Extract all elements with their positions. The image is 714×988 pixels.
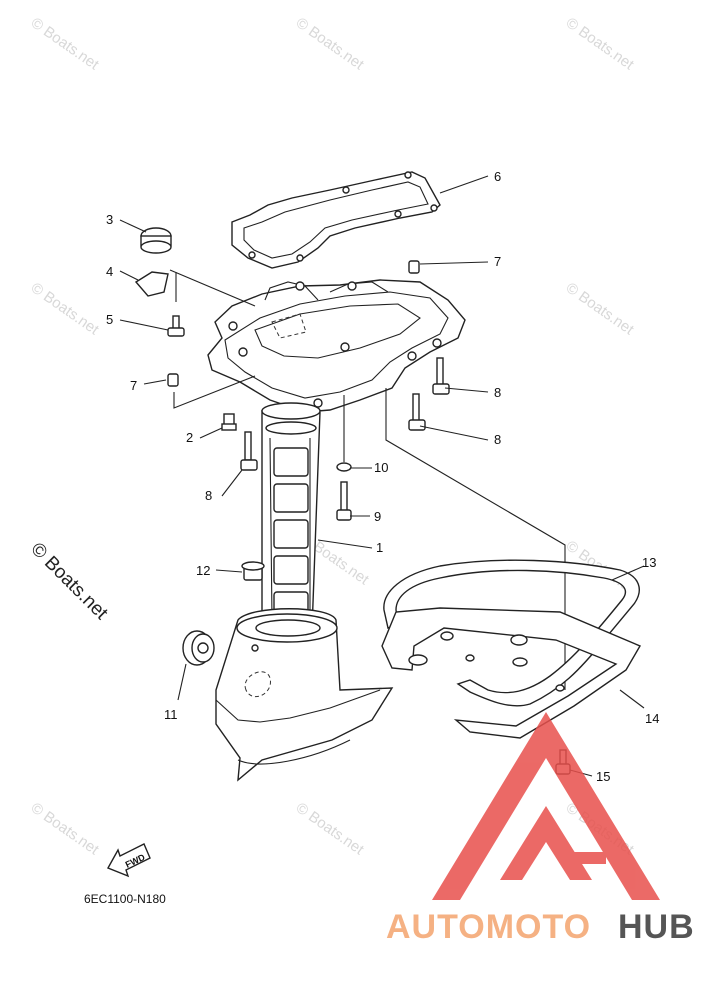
diagram-code: 6EC1100-N180 <box>84 892 166 906</box>
exhaust-guide-tube <box>261 402 321 631</box>
callout-number: 8 <box>205 488 212 503</box>
watermark: © Boats.net <box>563 279 638 338</box>
leader-line <box>169 269 256 307</box>
leader-line <box>173 375 256 409</box>
callout-number: 7 <box>494 254 501 269</box>
exhaust-gasket <box>231 171 441 269</box>
logo: AUTOMOTO HUB <box>386 712 695 946</box>
bolt <box>240 431 258 471</box>
callout-number: 8 <box>494 432 501 447</box>
callout-number: 7 <box>130 378 137 393</box>
logo-text-hub: HUB <box>618 908 695 946</box>
bolt <box>336 481 352 521</box>
dowel-pin <box>408 260 420 274</box>
small-gasket <box>134 271 169 297</box>
fwd-arrow-icon: FWD <box>107 843 151 878</box>
callout-number: 9 <box>374 509 381 524</box>
callout-number: 12 <box>196 563 210 578</box>
plug <box>241 561 265 581</box>
watermark: © Boats.net <box>563 14 638 73</box>
watermark: © Boats.net <box>28 799 103 858</box>
washer <box>336 462 352 472</box>
cap <box>140 227 172 254</box>
bolt <box>432 357 450 395</box>
watermark: © Boats.net <box>293 14 368 73</box>
bolt <box>408 393 426 431</box>
callout-numbers: 3 4 5 6 7 7 8 8 8 2 10 9 1 12 11 13 14 1… <box>106 169 659 784</box>
dowel-pin <box>167 373 179 387</box>
callout-number: 15 <box>596 769 610 784</box>
watermark: © Boats.net <box>28 14 103 73</box>
callout-number: 11 <box>164 707 178 722</box>
lower-casing <box>215 608 394 782</box>
callout-number: 13 <box>642 555 656 570</box>
watermark: © Boats.net <box>293 799 368 858</box>
callout-number: 10 <box>374 460 388 475</box>
bolt <box>167 315 185 337</box>
callout-number: 2 <box>186 430 193 445</box>
bracket-frame <box>383 559 640 707</box>
fitting <box>221 413 237 431</box>
callout-number: 5 <box>106 312 113 327</box>
tray <box>381 607 642 739</box>
logo-text-auto: AUTOMOTO <box>386 908 591 946</box>
callout-number: 8 <box>494 385 501 400</box>
callout-number: 1 <box>376 540 383 555</box>
logo-mark <box>432 712 660 900</box>
watermark: © Boats.net <box>28 279 103 338</box>
grommet <box>182 630 215 666</box>
watermark-large: © Boats.net <box>26 539 112 625</box>
callout-number: 6 <box>494 169 501 184</box>
callout-number: 4 <box>106 264 113 279</box>
callout-number: 3 <box>106 212 113 227</box>
callout-number: 14 <box>645 711 659 726</box>
upper-mount-plate <box>207 279 466 413</box>
